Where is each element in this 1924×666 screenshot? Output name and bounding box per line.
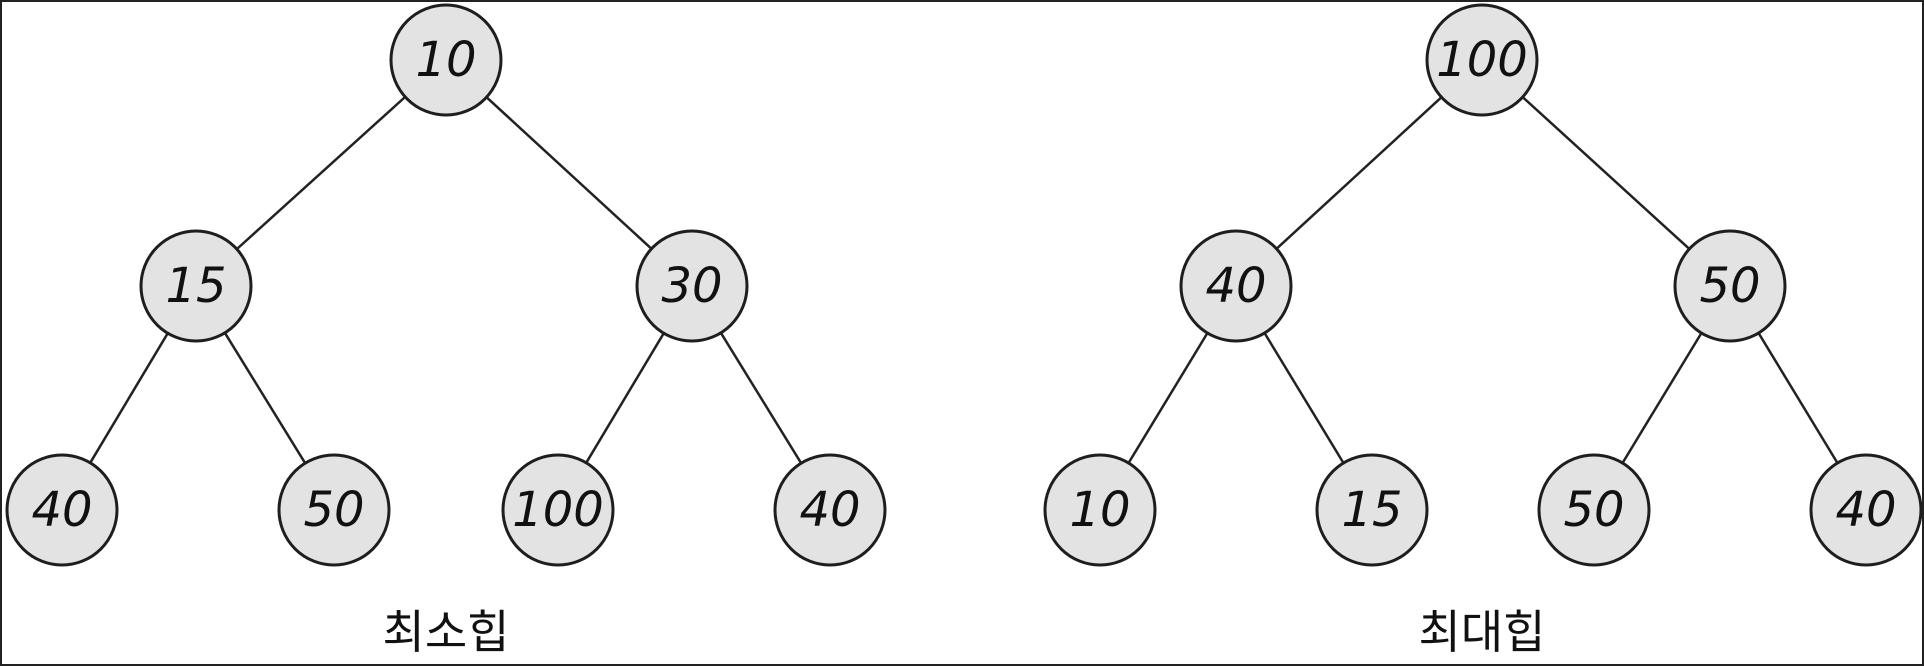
node-value: 10 xyxy=(1069,482,1130,538)
max-heap-node: 15 xyxy=(1315,453,1429,567)
node-value: 15 xyxy=(165,258,226,314)
min-heap-tree: 10 15 30 40 50 100 40 최소힙 xyxy=(5,3,887,659)
node-value: 40 xyxy=(31,482,92,538)
min-heap-edge xyxy=(719,332,803,464)
node-circle xyxy=(277,453,391,567)
max-heap-node: 40 xyxy=(1179,229,1293,343)
node-circle xyxy=(1425,3,1539,117)
min-heap-caption: 최소힙 xyxy=(383,605,510,659)
min-heap-edge xyxy=(223,332,307,464)
max-heap-edge xyxy=(1275,96,1443,250)
node-value: 50 xyxy=(303,482,364,538)
node-circle xyxy=(501,453,615,567)
min-heap-node: 50 xyxy=(277,453,391,567)
max-heap-node: 10 xyxy=(1043,453,1157,567)
max-heap-edge xyxy=(1621,332,1703,464)
node-circle xyxy=(1537,453,1651,567)
node-circle xyxy=(139,229,253,343)
max-heap-node: 100 xyxy=(1425,3,1539,117)
node-value: 50 xyxy=(1699,258,1760,314)
node-value: 40 xyxy=(1835,482,1896,538)
min-heap-node: 10 xyxy=(389,3,503,117)
max-heap-node: 40 xyxy=(1809,453,1922,567)
node-circle xyxy=(1179,229,1293,343)
node-value: 100 xyxy=(512,482,604,538)
node-circle xyxy=(773,453,887,567)
min-heap-node: 40 xyxy=(5,453,119,567)
node-circle xyxy=(1043,453,1157,567)
max-heap-edge xyxy=(1757,332,1839,464)
min-heap-edge xyxy=(89,332,169,464)
max-heap-edge xyxy=(1127,332,1209,464)
node-circle xyxy=(635,229,749,343)
node-value: 50 xyxy=(1563,482,1624,538)
min-heap-edge xyxy=(485,96,653,250)
max-heap-tree: 100 40 50 10 15 50 40 최대힙 xyxy=(1043,3,1922,659)
min-heap-node: 30 xyxy=(635,229,749,343)
max-heap-caption: 최대힙 xyxy=(1419,605,1546,659)
node-value: 15 xyxy=(1341,482,1402,538)
max-heap-node: 50 xyxy=(1537,453,1651,567)
min-heap-node: 15 xyxy=(139,229,253,343)
node-circle xyxy=(1809,453,1922,567)
node-value: 100 xyxy=(1436,32,1528,88)
min-heap-edge xyxy=(585,332,665,464)
max-heap-edge xyxy=(1263,332,1345,464)
min-heap-node: 40 xyxy=(773,453,887,567)
node-value: 40 xyxy=(1205,258,1266,314)
node-value: 30 xyxy=(661,258,722,314)
node-circle xyxy=(5,453,119,567)
min-heap-node: 100 xyxy=(501,453,615,567)
node-circle xyxy=(1673,229,1787,343)
min-heap-edge xyxy=(235,95,407,251)
node-value: 10 xyxy=(415,32,476,88)
node-circle xyxy=(389,3,503,117)
max-heap-node: 50 xyxy=(1673,229,1787,343)
max-heap-edge xyxy=(1521,96,1691,250)
node-value: 40 xyxy=(799,482,860,538)
node-circle xyxy=(1315,453,1429,567)
